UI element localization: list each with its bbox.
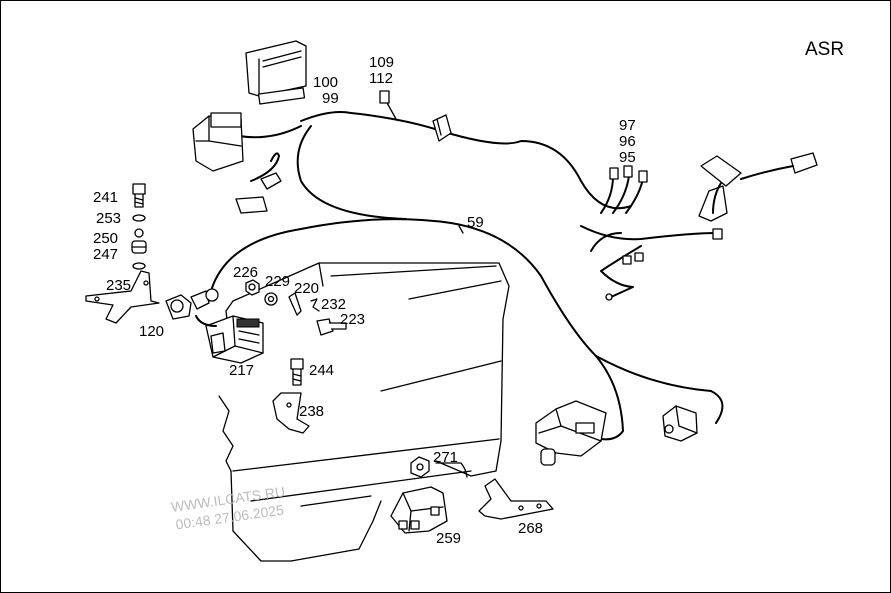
callout-99: 99 — [322, 90, 339, 107]
leader-lines — [435, 225, 468, 478]
watermark: WWW.ILCATS.RU 00:48 27.06.2025 — [170, 483, 286, 532]
callout-238: 238 — [299, 403, 324, 420]
callout-232: 232 — [321, 296, 346, 313]
callout-253: 253 — [96, 210, 121, 227]
spring-232 — [310, 298, 320, 312]
engine-block — [218, 262, 510, 562]
callout-97: 97 — [619, 117, 636, 134]
callout-271: 271 — [433, 449, 458, 466]
callout-96: 96 — [619, 133, 636, 150]
bracket-238 — [272, 392, 310, 434]
sensor-connectors-95-97 — [609, 165, 648, 183]
nut-226 — [245, 279, 260, 296]
washer-229 — [264, 292, 278, 306]
actuator-217 — [195, 315, 264, 364]
callout-241: 241 — [93, 189, 118, 206]
switch-assembly — [605, 152, 818, 301]
callout-229: 229 — [265, 273, 290, 290]
engine-mount-259 — [390, 486, 448, 534]
callout-217: 217 — [229, 362, 254, 379]
diagram-title: ASR — [805, 39, 844, 60]
callout-95: 95 — [619, 149, 636, 166]
sensor-120 — [165, 288, 219, 320]
connector-109-112 — [379, 90, 452, 142]
bracket-235 — [85, 270, 160, 324]
callout-235: 235 — [106, 277, 131, 294]
wiring-harness-59 — [210, 100, 724, 441]
connector-block-small — [235, 172, 282, 214]
bolt-244 — [290, 358, 304, 386]
control-unit-99 — [192, 112, 244, 172]
callout-109: 109 — [369, 54, 394, 71]
callout-250: 250 — [93, 230, 118, 247]
callout-120: 120 — [139, 323, 164, 340]
callout-220: 220 — [294, 280, 319, 297]
control-unit-100 — [245, 40, 307, 105]
callout-226: 226 — [233, 264, 258, 281]
clip-220 — [288, 292, 302, 316]
callout-244: 244 — [309, 362, 334, 379]
nut-271 — [410, 456, 430, 478]
callout-100: 100 — [313, 74, 338, 91]
callout-59: 59 — [467, 214, 484, 231]
callout-labels: 100 99 109 112 97 96 95 59 241 253 250 2… — [93, 54, 636, 547]
callout-112: 112 — [369, 70, 393, 87]
bolt-stack — [131, 183, 147, 270]
bolt-223 — [316, 318, 347, 336]
hydraulic-unit — [535, 400, 607, 466]
callout-268: 268 — [518, 520, 543, 537]
callout-247: 247 — [93, 246, 118, 263]
callout-259: 259 — [436, 530, 461, 547]
sensor-component-right — [662, 405, 698, 442]
callout-223: 223 — [340, 311, 365, 328]
bracket-268 — [478, 478, 554, 520]
